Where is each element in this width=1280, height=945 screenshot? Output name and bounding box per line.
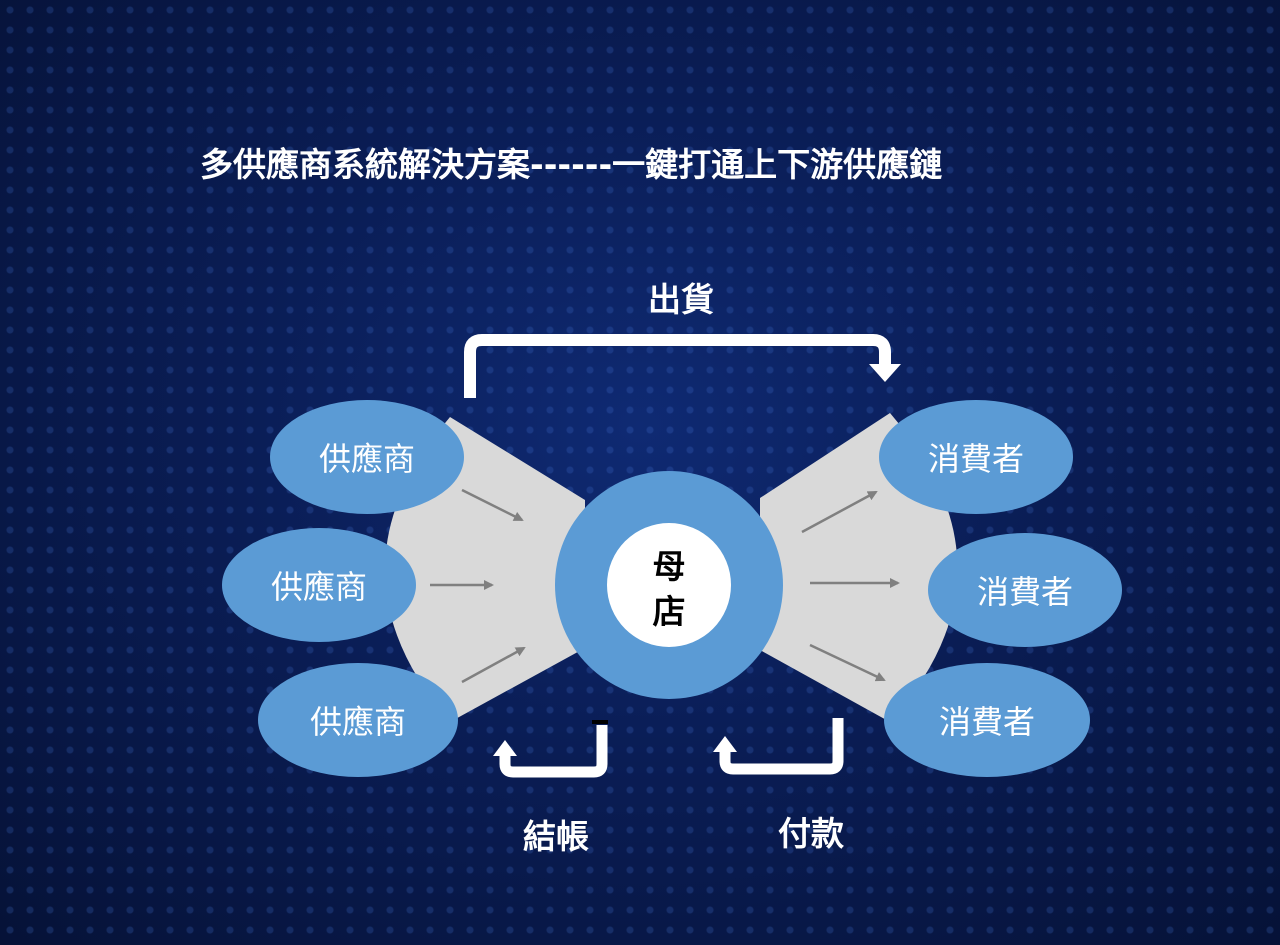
parent-store-inner bbox=[607, 523, 731, 647]
consumer-node-1 bbox=[879, 400, 1073, 514]
consumer-label-2: 消費者 bbox=[977, 573, 1073, 611]
consumer-arrow-top bbox=[801, 490, 878, 534]
supplier-node-3 bbox=[258, 663, 458, 777]
supplier-arrow-bottom bbox=[461, 646, 526, 684]
supplier-label-2: 供應商 bbox=[271, 568, 367, 606]
payment-arrow-head bbox=[713, 736, 737, 752]
ship-arrow bbox=[464, 334, 891, 398]
payment-label: 付款 bbox=[778, 814, 845, 853]
supplier-label-3: 供應商 bbox=[310, 703, 406, 741]
checkout-label: 結帳 bbox=[523, 817, 589, 856]
consumer-arrow-bottom bbox=[809, 643, 886, 682]
ship-label: 出貨 bbox=[648, 280, 714, 319]
parent-store-label-1: 母 bbox=[653, 547, 686, 586]
checkout-arrow-tail-mark bbox=[592, 720, 608, 724]
checkout-arrow bbox=[499, 725, 608, 778]
consumer-node-3 bbox=[884, 663, 1090, 777]
supplier-arrow-top bbox=[461, 488, 524, 522]
ship-arrow-head bbox=[869, 364, 901, 382]
page-title: 多供應商系統解決方案------一鍵打通上下游供應鏈 bbox=[200, 145, 943, 184]
parent-store-label-2: 店 bbox=[653, 592, 686, 631]
consumer-node-2 bbox=[928, 533, 1122, 647]
checkout-arrow-head bbox=[493, 740, 517, 756]
supplier-node-2 bbox=[222, 528, 416, 642]
supplier-label-1: 供應商 bbox=[319, 440, 415, 478]
consumer-label-3: 消費者 bbox=[939, 703, 1035, 741]
supplier-node-1 bbox=[270, 400, 464, 514]
consumer-label-1: 消費者 bbox=[928, 440, 1024, 478]
payment-arrow bbox=[719, 718, 844, 775]
